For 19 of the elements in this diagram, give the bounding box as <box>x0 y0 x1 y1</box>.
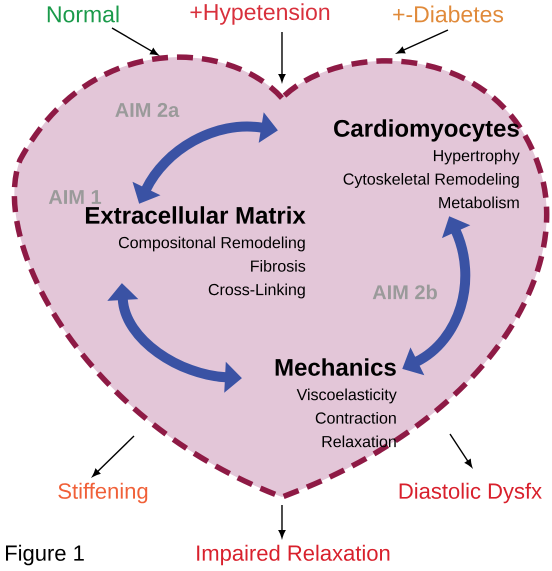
outcome-text: Normal <box>48 6 118 22</box>
arrow <box>92 436 134 477</box>
arrow <box>278 505 286 538</box>
aim-label: AIM 1 <box>48 190 102 204</box>
outcome-text: +Hypetension <box>190 3 330 25</box>
arrow <box>112 27 158 56</box>
outcome-text: Stiffening <box>58 482 148 504</box>
arrow <box>396 29 448 54</box>
edge-label: AIM 2a <box>115 102 180 118</box>
figure-label: Figure 1 <box>6 544 84 566</box>
topic-text: Cardiomyocytes Hypertrophy Cytoskeletal Remodeling Metabolism <box>334 119 520 208</box>
outcome-text: Diastolic Dysfx <box>400 482 542 504</box>
arrow <box>278 32 286 82</box>
topic-text: Mechanics Viscoelasticity Contraction Relaxation <box>276 358 397 448</box>
outcome-text: +-Diabetes <box>393 6 504 22</box>
outcome-text: Impaired Relaxation <box>197 544 390 566</box>
topic-text: Extracellular Matrix Compositonal Remodeling Fibrosis Cross-Linking <box>86 206 306 298</box>
edge-label: AIM 2b <box>372 284 437 300</box>
arrow <box>449 434 472 468</box>
